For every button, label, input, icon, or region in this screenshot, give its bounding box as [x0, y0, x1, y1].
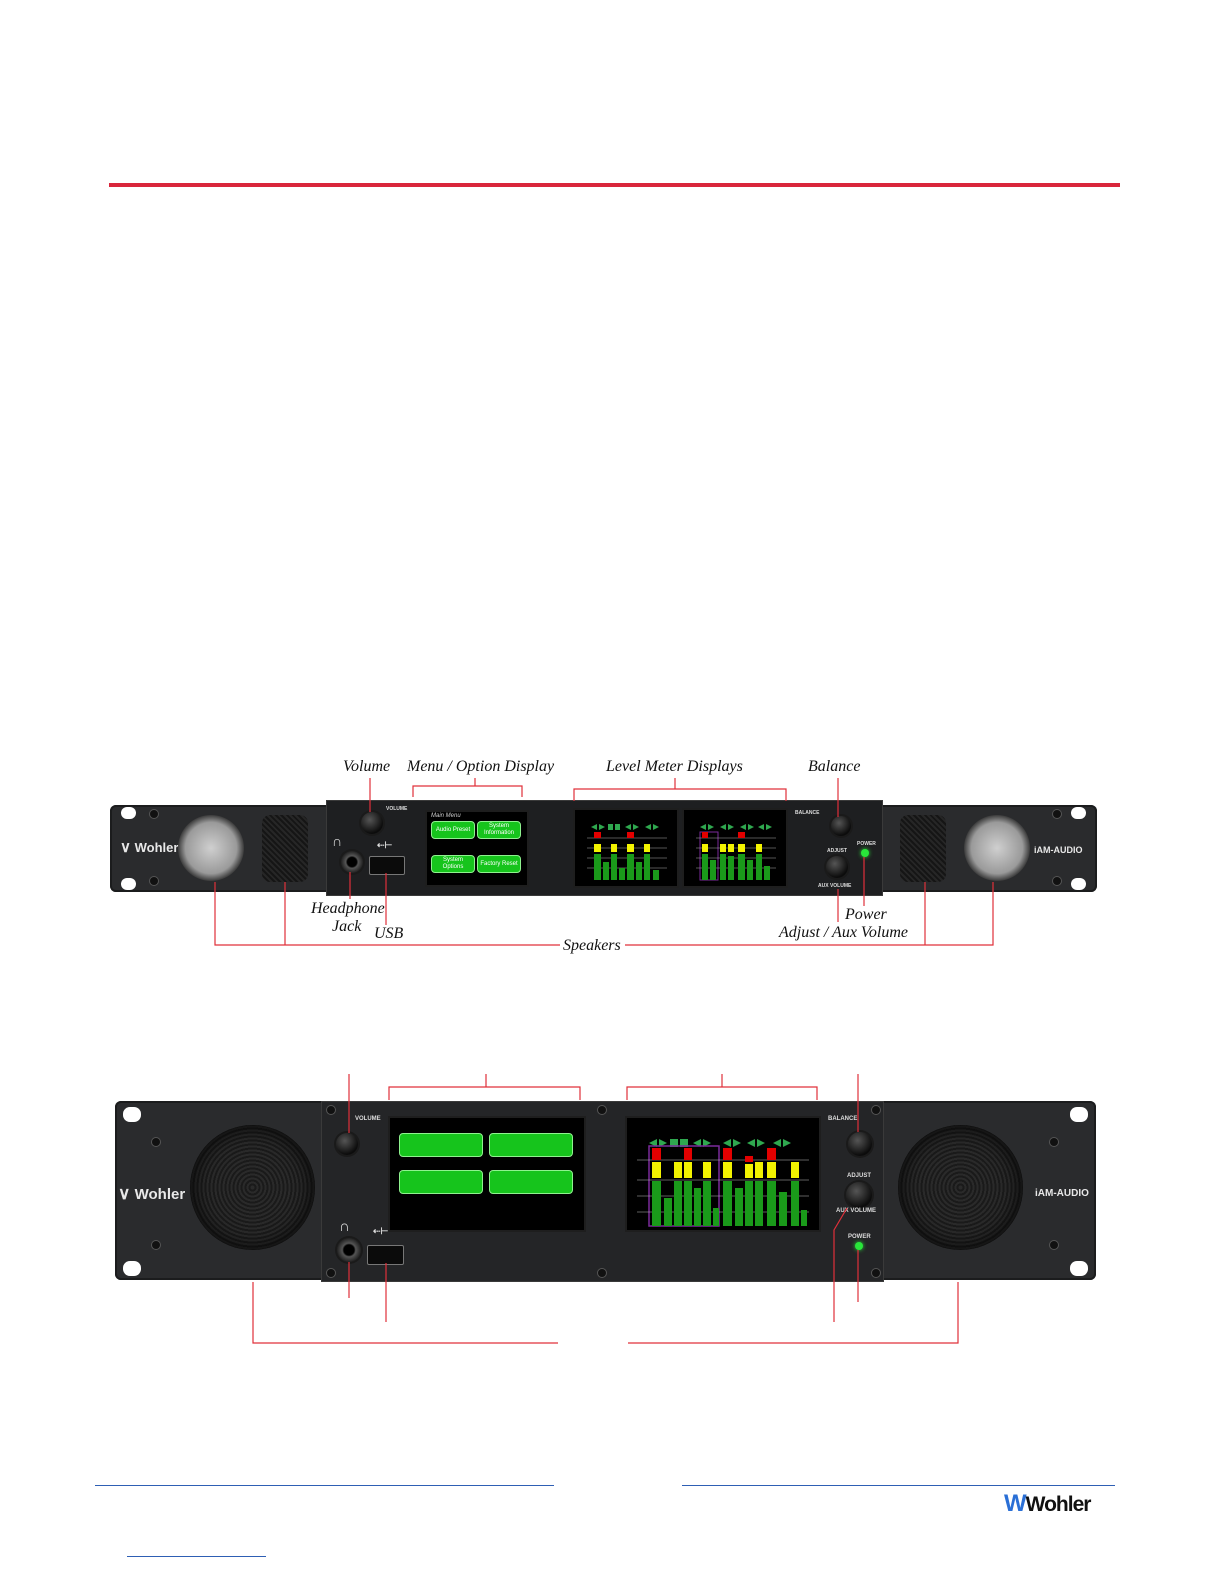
rack-ear-slot [1071, 807, 1086, 819]
volume-label: VOLUME [355, 1116, 381, 1122]
screw [152, 1138, 160, 1146]
aux-volume-label: AUX VOLUME [818, 883, 852, 889]
power-led [855, 1242, 863, 1250]
level-meter-graphic [587, 824, 667, 880]
screw [1050, 1241, 1058, 1249]
footer-link-underline [127, 1556, 266, 1557]
headphone-jack[interactable] [337, 1238, 361, 1262]
level-meter-display-1 [573, 808, 679, 888]
callout-headphone: Headphone [311, 900, 385, 917]
rack-ear-slot [1070, 1261, 1088, 1276]
menu-button-factory-reset[interactable]: Factory Reset [477, 855, 521, 873]
callout-balance: Balance [808, 758, 861, 775]
screw [1053, 877, 1061, 885]
adjust-knob[interactable] [826, 856, 848, 878]
callout-usb: USB [374, 925, 404, 942]
footer-rule-right [682, 1485, 1115, 1486]
menu-button[interactable] [399, 1133, 483, 1157]
rack-ear-slot [1071, 878, 1086, 890]
callout-menu-display: Menu / Option Display [407, 758, 555, 775]
screw [872, 1106, 880, 1114]
level-meter-graphic [696, 824, 776, 881]
level-meter-graphic [637, 1139, 809, 1227]
menu-button[interactable] [489, 1133, 573, 1157]
footer-rule-left [95, 1485, 554, 1486]
menu-title: Main Menu [431, 813, 461, 819]
rack-ear-slot [123, 1107, 141, 1122]
volume-label: VOLUME [386, 806, 408, 812]
rack-ear-slot [121, 807, 136, 819]
menu-button[interactable] [489, 1170, 573, 1194]
level-meter-display-2 [682, 808, 788, 888]
screw [150, 877, 158, 885]
power-led [861, 849, 869, 857]
model-label: iAM-AUDIO [1034, 845, 1083, 855]
woofer-speaker-right [900, 815, 946, 882]
headphone-jack[interactable] [341, 851, 363, 873]
headphone-icon: ∩ [332, 833, 343, 849]
screw [152, 1241, 160, 1249]
model-label: iAM-AUDIO [1035, 1188, 1089, 1199]
screw [598, 1269, 606, 1277]
adjust-knob[interactable] [846, 1182, 872, 1208]
brand-logo: ∨ Wohler [118, 1184, 186, 1203]
tweeter-speaker-left [178, 815, 244, 881]
menu-display [388, 1116, 586, 1232]
rack-ear-slot [1070, 1107, 1088, 1122]
level-meter-display [625, 1116, 821, 1232]
menu-button-audio-preset[interactable]: Audio Preset [431, 821, 475, 839]
adjust-label: ADJUST [847, 1173, 872, 1179]
screw [327, 1106, 335, 1114]
power-label: POWER [857, 841, 876, 847]
balance-knob[interactable] [848, 1132, 872, 1156]
usb-port[interactable] [369, 856, 405, 875]
screw [1050, 1138, 1058, 1146]
menu-button-system-information[interactable]: System Information [477, 821, 521, 839]
screw [1053, 810, 1061, 818]
callout-speakers: Speakers [563, 937, 621, 954]
footer-logo: WWohler [1004, 1490, 1091, 1517]
screw [872, 1269, 880, 1277]
woofer-speaker-left [262, 815, 308, 882]
balance-knob[interactable] [831, 816, 851, 836]
brand-logo: ∨ Wohler [120, 839, 179, 856]
adjust-label: ADJUST [827, 848, 848, 854]
callout-power: Power [845, 906, 887, 923]
menu-button-system-options[interactable]: System Options [431, 855, 475, 873]
callout-headphone-jack: Jack [332, 918, 362, 935]
menu-display: Main Menu Audio Preset System Informatio… [425, 810, 529, 887]
balance-label: BALANCE [795, 810, 820, 816]
usb-icon: ⇠⊢ [377, 840, 393, 850]
wohler-w-icon: W [1004, 1490, 1027, 1517]
callout-level-meters: Level Meter Displays [606, 758, 743, 775]
callout-adjust: Adjust / Aux Volume [779, 924, 909, 941]
usb-port[interactable] [367, 1245, 404, 1265]
headphone-icon: ∩ [339, 1218, 350, 1235]
callout-volume: Volume [343, 758, 391, 775]
volume-knob[interactable] [361, 812, 383, 834]
usb-icon: ⇠⊢ [373, 1226, 389, 1236]
power-label: POWER [848, 1234, 871, 1240]
header-rule [109, 183, 1120, 187]
balance-label: BALANCE [828, 1116, 858, 1122]
rack-ear-slot [123, 1261, 141, 1276]
screw [150, 810, 158, 818]
aux-volume-label: AUX VOLUME [836, 1208, 877, 1214]
menu-button[interactable] [399, 1170, 483, 1194]
tweeter-speaker-right [964, 815, 1030, 881]
volume-knob[interactable] [336, 1133, 358, 1155]
screw [327, 1269, 335, 1277]
screw [598, 1106, 606, 1114]
speaker-left [190, 1125, 315, 1250]
rack-ear-slot [121, 878, 136, 890]
speaker-right [898, 1125, 1023, 1250]
